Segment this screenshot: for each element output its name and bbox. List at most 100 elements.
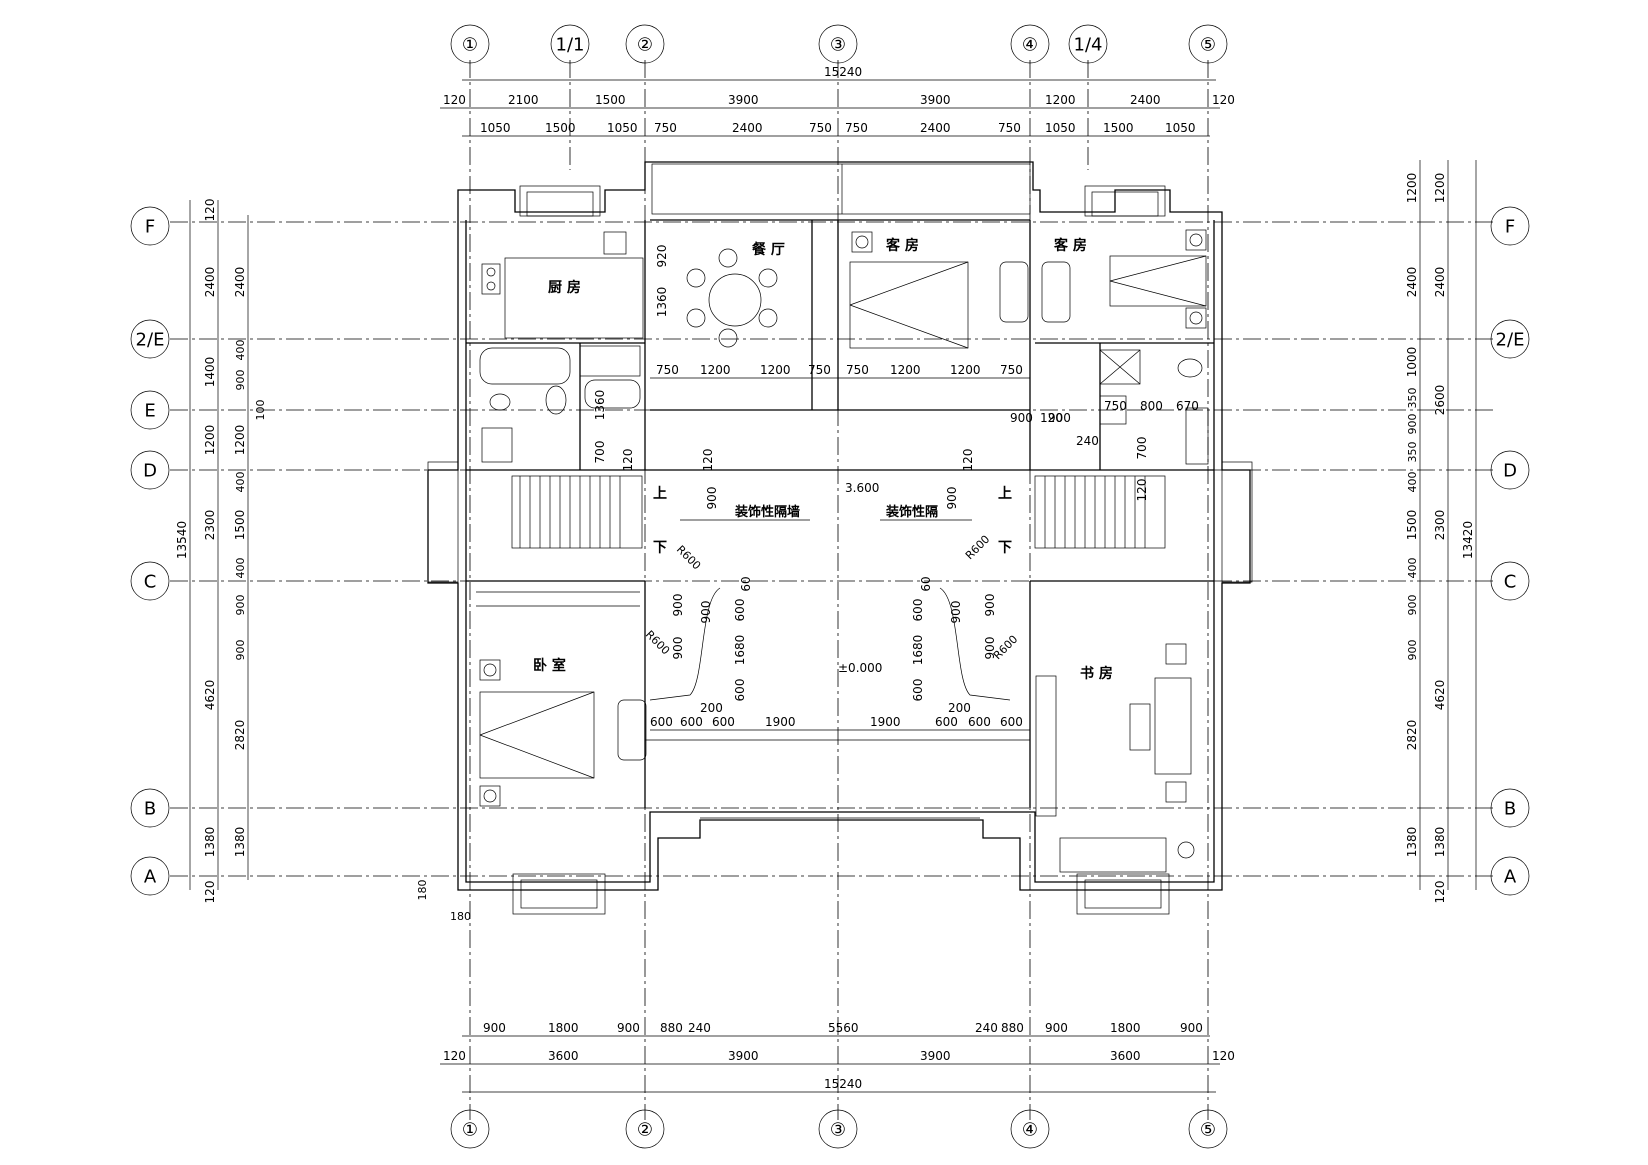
- dim-text: 240: [688, 1021, 711, 1035]
- right-dimensions: 13420 1200 2400 2600 2300 4620 1380 120 …: [1405, 160, 1477, 904]
- axis-bubbles-bottom: ① ② ③ ④ ⑤: [450, 1109, 1228, 1149]
- level-upper: 3.600: [845, 481, 879, 495]
- level-ground: ±0.000: [838, 661, 882, 675]
- dim-text: 900: [1045, 1021, 1068, 1035]
- dim-text: 920: [655, 245, 669, 268]
- desk-icon: [1059, 837, 1167, 873]
- dim-text: 120: [443, 1049, 466, 1063]
- dim-text: 900: [983, 637, 997, 660]
- dim-text: 2820: [233, 720, 247, 751]
- dim-text: 2300: [203, 510, 217, 541]
- radius-label: R600: [643, 628, 672, 657]
- dim-text: 1900: [765, 715, 796, 729]
- dim-text: 1200: [1405, 173, 1419, 204]
- dim-text: 200: [948, 701, 971, 715]
- dim-text: 900: [705, 487, 719, 510]
- dim-text: 900: [234, 640, 247, 661]
- stair-up-right: 上: [998, 486, 1012, 502]
- dim-text: 900: [1406, 595, 1419, 616]
- dim-text: 1680: [733, 635, 747, 666]
- bottom-dimensions: 900 1800 900 880 240 5560 240 880 900 18…: [440, 1021, 1235, 1093]
- dim-text: 880: [660, 1021, 683, 1035]
- room-label-bedroom: 卧 室: [533, 657, 566, 674]
- axis-label: 1/4: [1074, 35, 1103, 56]
- dim-text: 100: [254, 400, 267, 421]
- dim-text: 120: [1433, 881, 1447, 904]
- dim-text: 60: [739, 576, 753, 591]
- dim-text: 1200: [700, 363, 731, 377]
- dim-text: 750: [1104, 399, 1127, 413]
- dim-text: 180: [450, 910, 471, 923]
- dim-text: 400: [1406, 472, 1419, 493]
- dim-text: 600: [733, 679, 747, 702]
- dim-text: 2400: [920, 121, 951, 135]
- dim-text: 13540: [175, 521, 189, 559]
- stair-right: [1034, 475, 1166, 549]
- dim-text: 800: [1140, 399, 1163, 413]
- dim-text: 750: [808, 363, 831, 377]
- stove-icon: [481, 263, 501, 295]
- dim-text: 180: [416, 880, 429, 901]
- axis-label: 2/E: [1496, 330, 1525, 351]
- room-label-guest2: 客 房: [1053, 237, 1087, 254]
- dim-text: 900: [1180, 1021, 1203, 1035]
- axis-bubbles-right: F 2/E D C B A: [1490, 206, 1530, 896]
- axis-label: F: [1505, 217, 1515, 238]
- dim-text: 670: [1176, 399, 1199, 413]
- axis-bubbles-left: F 2/E E D C B A: [130, 206, 170, 896]
- radius-label: R600: [963, 533, 992, 562]
- partition-label-right: 装饰性隔: [885, 504, 938, 520]
- dim-text: 1360: [593, 390, 607, 421]
- stair-down-left: 下: [653, 540, 667, 556]
- curved-wall: [939, 587, 1011, 701]
- inner-dimensions: 750 1200 1200 750 750 1200 1200 750 600 …: [593, 245, 1199, 731]
- dim-text: 1050: [1045, 121, 1076, 135]
- dining-table-icon: [708, 273, 762, 327]
- dim-text: 2400: [1405, 267, 1419, 298]
- bed-icon: [849, 261, 969, 349]
- axis-label: E: [144, 401, 155, 422]
- dim-text: 400: [234, 340, 247, 361]
- dim-text: 750: [654, 121, 677, 135]
- furniture: [476, 229, 1209, 873]
- room-label-dining: 餐 厅: [751, 241, 785, 258]
- dim-text: 1500: [545, 121, 576, 135]
- dim-text: 120: [621, 449, 635, 472]
- dim-text: 900: [1048, 411, 1071, 425]
- dim-text: 2300: [1433, 510, 1447, 541]
- axis-label: ②: [637, 1120, 653, 1141]
- dim-text: 750: [998, 121, 1021, 135]
- dim-text: 900: [234, 595, 247, 616]
- axis-label: ④: [1022, 1120, 1038, 1141]
- dim-text: 1200: [1433, 173, 1447, 204]
- dim-text: 200: [700, 701, 723, 715]
- dim-text: 900: [671, 594, 685, 617]
- axis-label: B: [1504, 799, 1516, 820]
- dim-text: 1200: [203, 425, 217, 456]
- dim-text: 900: [1010, 411, 1033, 425]
- dim-text: 2400: [732, 121, 763, 135]
- dim-text: 1500: [1405, 510, 1419, 541]
- dim-text: 900: [1406, 640, 1419, 661]
- bed-icon: [479, 691, 595, 779]
- axis-label: A: [144, 867, 157, 888]
- dim-text: 1200: [760, 363, 791, 377]
- axis-bubbles-top: ① 1/1 ② ③ ④ 1/4 ⑤: [450, 24, 1228, 64]
- dim-text: 2600: [1433, 385, 1447, 416]
- dim-text: 900: [671, 637, 685, 660]
- dim-text: 900: [483, 1021, 506, 1035]
- dim-text: 2400: [1130, 93, 1161, 107]
- dim-text: 600: [680, 715, 703, 729]
- left-dimensions: 13540 120 2400 1400 1200 2300 4620 1380 …: [175, 199, 471, 923]
- dim-text: 750: [656, 363, 679, 377]
- dim-text: 1900: [870, 715, 901, 729]
- dim-text: 120: [1212, 93, 1235, 107]
- dim-text: 1500: [233, 510, 247, 541]
- dim-text: 750: [1000, 363, 1023, 377]
- axis-label: F: [145, 217, 155, 238]
- dim-text: 1380: [1405, 827, 1419, 858]
- dim-text: 400: [234, 558, 247, 579]
- dim-text: 350: [1406, 388, 1419, 409]
- dim-text: 400: [1406, 558, 1419, 579]
- dim-text: 600: [911, 599, 925, 622]
